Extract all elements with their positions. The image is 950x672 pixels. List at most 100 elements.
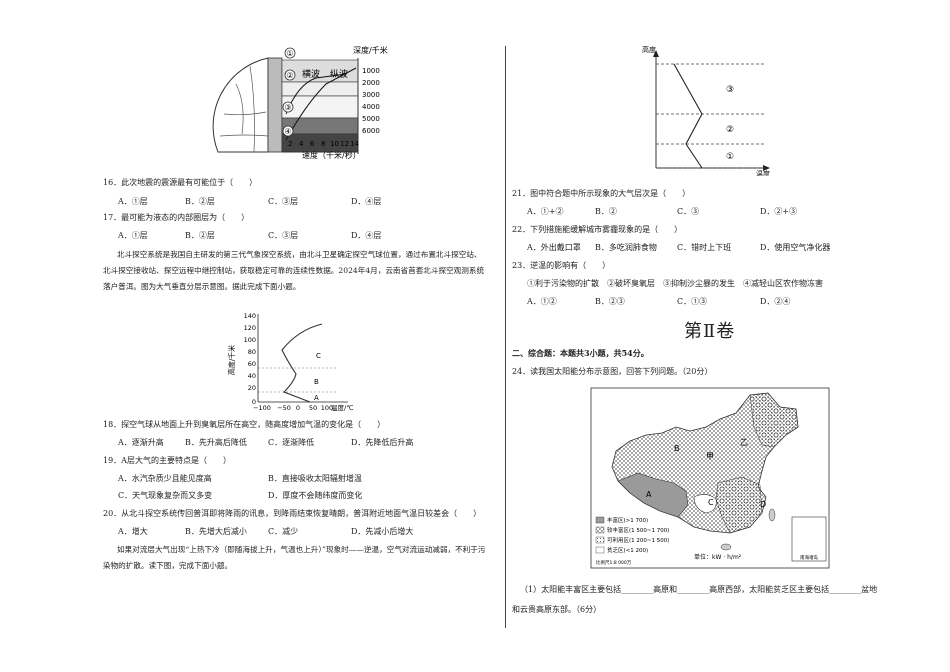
inv-marker-2: ② xyxy=(726,125,734,135)
q16-stem: 16．此次地震的震源最有可能位于（ ） xyxy=(103,178,258,187)
q18-stem: 18．探空气球从地面上升到臭氧层所在高空，随高度增加气温的变化是（ ） xyxy=(103,420,386,429)
q23-option-d[interactable]: D．②④ xyxy=(760,297,791,306)
q22-option-a[interactable]: A．外出戴口罩 xyxy=(527,243,581,252)
layer-b-label: B xyxy=(314,378,319,386)
layer-c-label: C xyxy=(316,352,321,360)
map-label-jia: 甲 xyxy=(706,452,714,461)
legend-usable: 可利用区(1 200~1 500) xyxy=(607,536,669,544)
map-label-a: A xyxy=(646,490,652,499)
marker-2: ② xyxy=(286,71,293,80)
inv-marker-1: ① xyxy=(726,152,734,162)
speed-tick: 12 xyxy=(340,140,349,148)
y-tick: 0 xyxy=(252,398,256,406)
q19-option-d[interactable]: D．厚度不会随纬度而变化 xyxy=(268,491,363,500)
q22-option-d[interactable]: D．使用空气净化器 xyxy=(760,243,831,252)
depth-tick: 2000 xyxy=(362,79,380,87)
q17-option-d[interactable]: D．④层 xyxy=(351,231,382,240)
marker-1: ① xyxy=(286,49,293,58)
atmosphere-layer-figure: 140 120 100 80 60 40 20 0 高度/千米 −100 −50… xyxy=(228,312,354,412)
wave-label-s: 横波 xyxy=(302,68,320,80)
map-unit: 单位：kW · h/m² xyxy=(694,553,742,561)
q22-option-c[interactable]: C．错时上下班 xyxy=(677,243,732,252)
marker-4: ④ xyxy=(284,127,291,136)
layer-a-label: A xyxy=(314,394,319,402)
y-tick: 140 xyxy=(244,312,256,320)
inv-y-label: 高度 xyxy=(642,45,656,54)
y-tick: 40 xyxy=(248,372,256,380)
q19-option-a[interactable]: A．水汽杂质少且能见度高 xyxy=(118,474,212,483)
q18-option-c[interactable]: C．逐渐降低 xyxy=(268,438,315,447)
map-label-c: C xyxy=(708,498,714,507)
q20-option-c[interactable]: C．减少 xyxy=(268,527,299,536)
speed-tick: 10 xyxy=(330,140,339,148)
q22-option-b[interactable]: B．多吃润肺食物 xyxy=(595,243,657,252)
legend-poor: 贫乏区(<1 200) xyxy=(607,546,648,554)
speed-tick: 8 xyxy=(321,140,325,148)
q21-option-b[interactable]: B．② xyxy=(595,207,617,216)
map-scale: 比例尺1:8 000万 xyxy=(596,559,632,566)
legend-rich: 丰富区(>1 700) xyxy=(607,516,648,524)
x-tick: 50 xyxy=(309,404,317,412)
q16-option-b[interactable]: B．②层 xyxy=(185,197,215,206)
y-tick: 20 xyxy=(248,384,256,392)
marker-3: ③ xyxy=(284,103,291,112)
y-tick: 80 xyxy=(248,348,256,356)
speed-tick: 2 xyxy=(288,140,292,148)
y-tick: 100 xyxy=(244,336,256,344)
q24-stem: 24．读我国太阳能分布示意图，回答下列问题。（20分） xyxy=(512,367,713,376)
q23-stem: 23．逆温的影响有（ ） xyxy=(512,261,611,270)
q18-option-d[interactable]: D．先降低后升高 xyxy=(351,438,414,447)
q21-option-d[interactable]: D．②+③ xyxy=(760,207,798,216)
q16-option-d[interactable]: D．④层 xyxy=(351,197,382,206)
part2-heading: 二、综合题：本题共3小题，共54分。 xyxy=(512,348,649,358)
q18-option-b[interactable]: B．先升高后降低 xyxy=(185,438,247,447)
q24-1-line1: （1）太阳能丰富区主要包括________高原和________高原西部，太阳能… xyxy=(520,585,878,594)
q19-stem: 19．A层大气的主要特点是（ ） xyxy=(103,456,231,465)
q21-option-c[interactable]: C．③ xyxy=(677,207,700,216)
inset-label: 南海诸岛 xyxy=(800,554,818,561)
y-tick: 60 xyxy=(248,360,256,368)
intro-beidou: 北斗探空系统是我国自主研发的第三代气象探空系统，由北斗卫星确定探空气球位置，通过… xyxy=(103,250,485,291)
q24-1-line2: 和云贵高原东部。（6分） xyxy=(512,605,602,614)
y-tick: 120 xyxy=(244,324,256,332)
column-divider xyxy=(505,46,506,628)
q19-option-c[interactable]: C．天气现象复杂而又多变 xyxy=(118,491,213,500)
x-tick: −50 xyxy=(277,404,291,412)
speed-tick: 6 xyxy=(310,140,315,148)
q19-option-b[interactable]: B．直接吸收太阳辐射增温 xyxy=(268,474,362,483)
q16-option-c[interactable]: C．③层 xyxy=(268,197,299,206)
q17-option-c[interactable]: C．③层 xyxy=(268,231,299,240)
q17-option-a[interactable]: A．①层 xyxy=(118,231,148,240)
inversion-figure: 高度 温度 ③ ② ① xyxy=(642,45,770,176)
x-tick: 100 xyxy=(321,404,333,412)
y-axis-label: 高度/千米 xyxy=(228,345,236,375)
q23-option-c[interactable]: C．①③ xyxy=(677,297,708,306)
earth-interior-figure: ① ② ③ ④ 横波 纵波 深度/千米 1000 2000 3000 4000 … xyxy=(212,45,388,160)
q17-option-b[interactable]: B．②层 xyxy=(185,231,215,240)
q16-option-a[interactable]: A．①层 xyxy=(118,197,148,206)
section-title: 第Ⅱ卷 xyxy=(684,321,736,342)
q23-option-b[interactable]: B．②③ xyxy=(595,297,625,306)
q20-option-b[interactable]: B．先增大后减小 xyxy=(185,527,247,536)
x-tick: 0 xyxy=(296,404,300,412)
q21-option-a[interactable]: A．①+② xyxy=(527,207,564,216)
q20-stem: 20．从北斗探空系统传回普洱即将降雨的讯息，到降雨结束恢复晴朗，普洱附近地面气温… xyxy=(103,509,482,518)
q18-option-a[interactable]: A．逐渐升高 xyxy=(118,438,164,447)
q20-option-d[interactable]: D．先减小后增大 xyxy=(351,527,414,536)
wave-label-p: 纵波 xyxy=(330,68,348,80)
inv-x-label: 温度 xyxy=(756,169,770,176)
q21-stem: 21．图中符合题中所示现象的大气层次是（ ） xyxy=(512,189,691,198)
q23-items: ①利于污染物的扩散 ②破坏臭氧层 ③抑制沙尘暴的发生 ④减轻山区农作物冻害 xyxy=(527,279,823,288)
speed-axis-label: 速度（千米/秒） xyxy=(302,150,361,160)
map-label-b: B xyxy=(674,444,680,453)
q22-stem: 22．下列措施能缓解城市雾霾现象的是（ ） xyxy=(512,225,683,234)
q20-option-a[interactable]: A．增大 xyxy=(118,527,148,536)
depth-axis-label: 深度/千米 xyxy=(353,45,388,55)
map-label-d: D xyxy=(760,500,766,509)
q23-option-a[interactable]: A．①② xyxy=(527,297,557,306)
depth-tick: 4000 xyxy=(362,103,380,111)
depth-tick: 5000 xyxy=(362,115,380,123)
intro-inversion: 如果对流层大气出现“上热下冷（即随海拔上升，气温也上升）”现象时——逆温，空气对… xyxy=(103,545,486,570)
depth-tick: 1000 xyxy=(362,67,380,75)
